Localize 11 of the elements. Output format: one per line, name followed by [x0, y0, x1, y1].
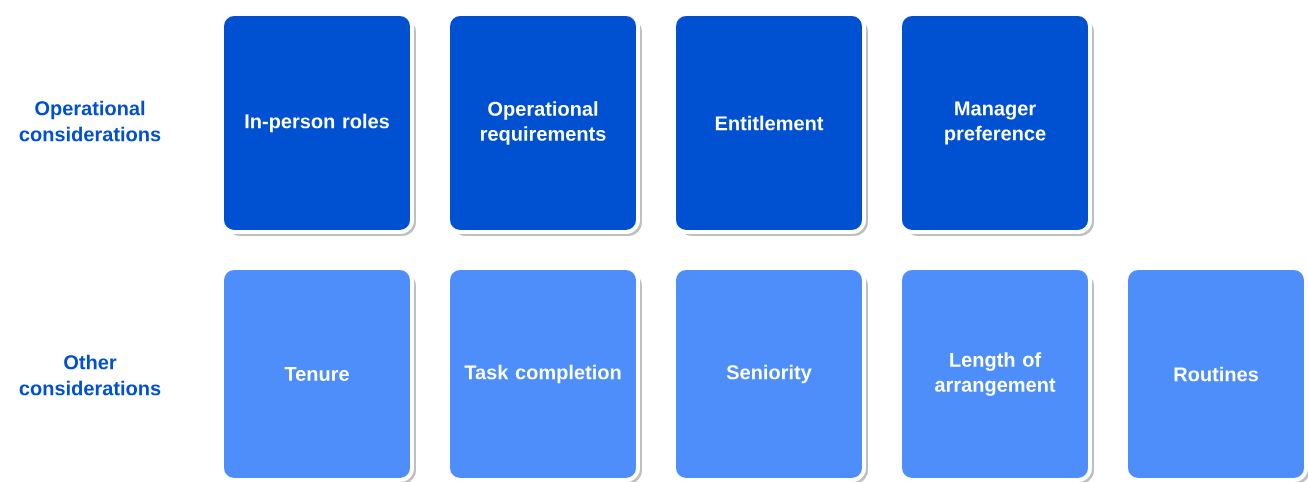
- tile: Length of arrangement: [898, 266, 1094, 482]
- tile: In-person roles: [220, 12, 416, 236]
- tile: Task completion: [446, 266, 642, 482]
- tile: Seniority: [672, 266, 868, 482]
- tile: Entitlement: [672, 12, 868, 236]
- row-heading: Operational considerations: [19, 100, 161, 142]
- tile: Operational requirements: [446, 12, 642, 236]
- tile: Tenure: [220, 266, 416, 482]
- tile: Manager preference: [898, 12, 1094, 236]
- tile: Routines: [1124, 266, 1308, 482]
- row-heading: Other considerations: [19, 354, 161, 396]
